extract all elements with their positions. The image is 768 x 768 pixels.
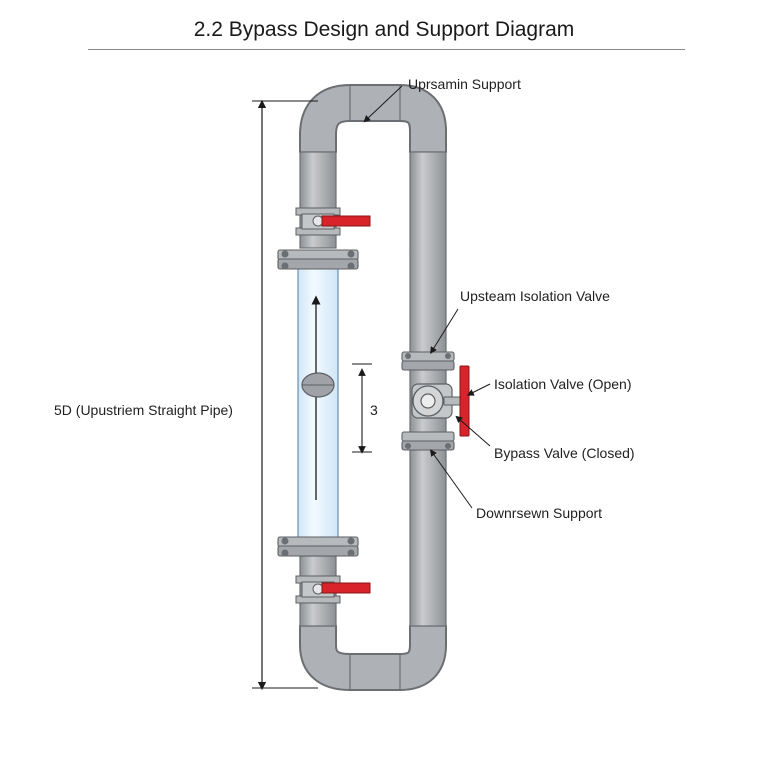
meter-glass-section xyxy=(297,267,339,539)
bypass-valve-assembly xyxy=(401,351,470,451)
flange-lower-left xyxy=(277,536,359,557)
valve-handle-icon xyxy=(321,215,371,227)
dimension-label: 3 xyxy=(370,402,378,418)
leader-lines xyxy=(363,85,491,509)
isolation-valve-open-label: Isolation Valve (Open) xyxy=(494,376,632,392)
small-dimension-line xyxy=(352,363,372,454)
valve-handle-icon xyxy=(321,582,371,594)
diagram-title: 2.2 Bypass Design and Support Diagram xyxy=(193,18,575,41)
title-divider xyxy=(88,49,685,50)
downstream-support-label: Downrsewn Support xyxy=(476,505,603,521)
overall-dimension-line xyxy=(252,99,318,691)
upstream-isolation-valve-label: Upsteam Isolation Valve xyxy=(460,288,610,304)
straight-pipe-label: 5D (Upustriem Straight Pipe) xyxy=(54,402,233,418)
upper-left-valve xyxy=(295,207,371,236)
valve-handle-icon xyxy=(459,365,470,437)
bypass-valve-closed-label: Bypass Valve (Closed) xyxy=(494,445,635,461)
upstream-support-label: Uprsamin Support xyxy=(408,76,521,92)
flange-upper-left xyxy=(277,249,359,270)
lower-left-valve xyxy=(295,575,371,604)
